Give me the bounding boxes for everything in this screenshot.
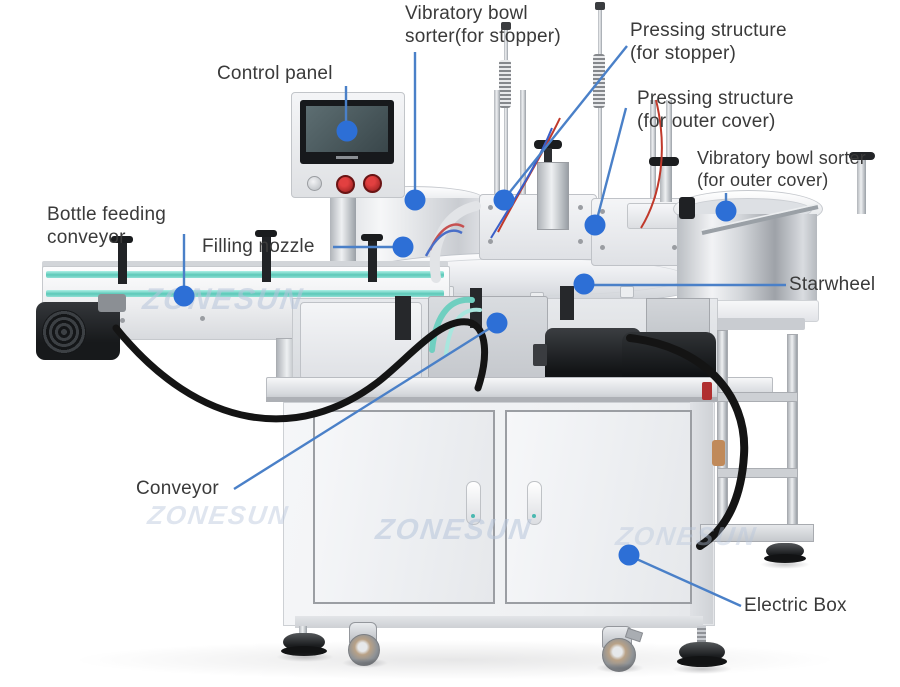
rail-clamp-knob <box>255 230 277 237</box>
label-vibratory-bowl-sorter-stopper: Vibratory bowl sorter(for stopper) <box>405 3 561 47</box>
conveyor-glass-rail <box>46 271 444 278</box>
clamp-block <box>560 286 574 320</box>
tabletop-edge <box>266 397 771 402</box>
capping-rod-tip <box>501 22 511 30</box>
stand-foot-pad <box>764 554 806 563</box>
fitting-red <box>702 382 712 400</box>
slide-rail <box>520 90 526 210</box>
stand-brace <box>717 468 798 478</box>
label-filling-nozzle: Filling nozzle <box>202 236 315 257</box>
leveling-foot-stem-threaded <box>697 626 706 644</box>
conveyor-top-strip <box>42 261 448 269</box>
capping-rod-2-spring <box>593 54 605 108</box>
stand-post <box>717 330 728 530</box>
watermark: ZONESUN <box>140 283 307 316</box>
caster-wheel <box>348 634 380 666</box>
cabinet-base <box>295 616 703 628</box>
label-vibratory-bowl-sorter-outer-cover: Vibratory bowl sorter (for outer cover) <box>697 148 866 190</box>
label-pressing-structure-stopper: Pressing structure (for stopper) <box>630 20 787 64</box>
rail-clamp-knob <box>111 236 133 243</box>
rail-clamp-knob <box>361 234 383 241</box>
clamp-block <box>470 288 482 328</box>
rail-clamp <box>262 236 271 282</box>
watermark: ZONESUN <box>373 514 535 546</box>
press-slide-stopper <box>537 162 569 230</box>
cabinet-side-panel <box>690 402 713 624</box>
bowl-clamp <box>679 197 695 219</box>
capping-rod-2 <box>598 8 602 230</box>
fitting-orange <box>712 440 725 466</box>
capping-rod-spring <box>499 60 511 108</box>
panel-button-silver <box>307 176 322 191</box>
capping-rod-2-tip <box>595 2 605 10</box>
leveling-foot-pad <box>281 646 327 656</box>
clamp-block <box>395 296 411 340</box>
stand-post <box>787 334 798 530</box>
caster-wheel <box>602 638 636 672</box>
rail-clamp <box>368 240 377 282</box>
panel-button-red <box>336 175 355 194</box>
bowl-side-knob <box>849 152 875 160</box>
label-control-panel: Control panel <box>217 63 333 84</box>
panel-button-red <box>363 174 382 193</box>
outer-bowl-base <box>689 318 805 330</box>
bowl-post <box>660 166 672 202</box>
conveyor-motor-gearbox <box>98 294 126 312</box>
bowl-side-post <box>857 160 866 214</box>
leveling-foot-pad <box>677 656 727 667</box>
capping-rod <box>504 28 508 204</box>
screen-brand-mark <box>336 156 358 159</box>
label-conveyor: Conveyor <box>136 478 219 499</box>
label-bottle-feeding-conveyor: Bottle feeding conveyor <box>47 204 166 248</box>
watermark: ZONESUN <box>613 521 760 551</box>
bottle-fixture <box>620 286 634 298</box>
bowl-post-knob <box>649 157 679 166</box>
slide-rail <box>494 90 500 210</box>
watermark: ZONESUN <box>145 500 292 530</box>
control-panel-screen <box>306 106 388 152</box>
label-starwheel: Starwheel <box>789 274 876 295</box>
labeling-motor-shaft <box>533 344 547 366</box>
label-pressing-structure-outer-cover: Pressing structure (for outer cover) <box>637 88 794 132</box>
conveyor-motor-vent <box>42 310 86 354</box>
rail-clamp <box>118 242 127 284</box>
leveling-foot-stem <box>299 626 307 636</box>
mini-conveyor <box>428 296 548 388</box>
stand-brace <box>717 392 798 402</box>
cabinet-handle-right <box>527 481 542 525</box>
conveyor-glass-rail <box>46 290 444 297</box>
label-electric-box: Electric Box <box>744 595 847 616</box>
